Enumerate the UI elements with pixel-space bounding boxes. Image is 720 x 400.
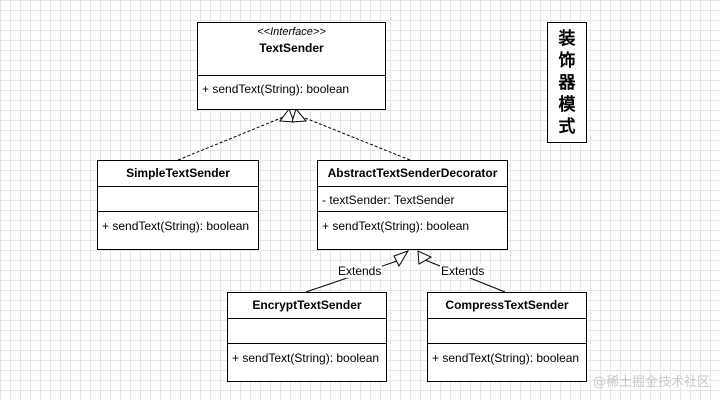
realization-decorator-line	[299, 115, 411, 161]
class-name: CompressTextSender	[445, 298, 569, 312]
class-textsender[interactable]: <<Interface>> TextSender + sendText(Stri…	[197, 22, 386, 110]
divider	[318, 211, 507, 212]
title-char: 器	[558, 72, 576, 93]
title-char: 装	[558, 28, 576, 49]
divider	[98, 211, 258, 212]
method: + sendText(String): boolean	[202, 82, 350, 96]
method: + sendText(String): boolean	[322, 219, 470, 233]
extends-label-right: Extends	[440, 264, 486, 278]
watermark-text: @稀土掘金技术社区	[592, 375, 710, 390]
extends-arrowhead-right	[417, 250, 433, 265]
class-simpletextsender[interactable]: SimpleTextSender + sendText(String): boo…	[97, 160, 259, 250]
realization-arrowhead-right	[291, 107, 308, 123]
divider	[98, 186, 258, 187]
attribute: - textSender: TextSender	[322, 193, 455, 207]
title-char: 模	[558, 94, 576, 115]
method: + sendText(String): boolean	[232, 351, 380, 365]
divider	[198, 75, 385, 76]
class-abstracttextsenderdecorator[interactable]: AbstractTextSenderDecorator - textSender…	[317, 160, 508, 250]
class-compresstextsender[interactable]: CompressTextSender + sendText(String): b…	[427, 292, 587, 382]
divider	[428, 343, 586, 344]
diagram-title-box: 装 饰 器 模 式	[547, 22, 587, 143]
divider	[228, 318, 386, 319]
extends-label-left: Extends	[337, 264, 383, 278]
class-name: TextSender	[259, 41, 324, 55]
title-char: 饰	[558, 50, 576, 71]
realization-arrowhead-left	[279, 107, 295, 123]
method: + sendText(String): boolean	[102, 219, 250, 233]
class-name: EncryptTextSender	[252, 298, 362, 312]
divider	[228, 343, 386, 344]
divider	[428, 318, 586, 319]
class-name: AbstractTextSenderDecorator	[327, 166, 498, 180]
class-name: SimpleTextSender	[126, 166, 230, 180]
extends-arrowhead-left	[393, 250, 410, 268]
realization-simple-line	[177, 115, 287, 161]
method: + sendText(String): boolean	[432, 351, 580, 365]
interface-stereotype: <<Interface>>	[257, 26, 326, 38]
title-char: 式	[558, 116, 576, 137]
divider	[318, 186, 507, 187]
class-encrypttextsender[interactable]: EncryptTextSender + sendText(String): bo…	[227, 292, 387, 382]
